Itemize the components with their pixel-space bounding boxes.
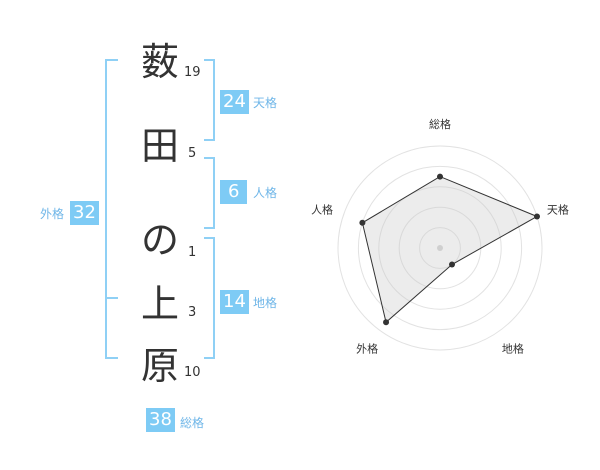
radar-data-polygon — [361, 176, 539, 324]
jinkaku-bracket — [204, 157, 215, 229]
stroke-count-4: 3 — [188, 305, 197, 320]
chikaku-label: 地格 — [253, 296, 278, 310]
radar-ring-3 — [378, 186, 502, 310]
gaikaku-label: 外格 — [40, 207, 65, 221]
gaikaku-bracket — [105, 59, 118, 359]
radar-axis-label-1: 総格 — [429, 117, 451, 131]
name-char-3: の — [140, 218, 179, 262]
soukaku-label: 総格 — [180, 416, 205, 430]
tenkaku-bracket — [204, 59, 215, 141]
tenkaku-value: 24 — [220, 90, 249, 114]
jinkaku-value: 6 — [220, 180, 248, 204]
gaikaku-value: 32 — [70, 201, 99, 225]
name-char-5: 原 — [140, 344, 179, 388]
stroke-count-1: 19 — [184, 65, 201, 80]
tenkaku-label: 天格 — [253, 96, 278, 110]
chikaku-value: 14 — [220, 290, 249, 314]
stroke-count-3: 1 — [188, 245, 197, 260]
name-char-4: 上 — [140, 282, 179, 326]
soukaku-value: 38 — [146, 408, 175, 432]
radar-point-5 — [359, 219, 366, 226]
chikaku-bracket — [204, 237, 215, 359]
radar-point-3 — [448, 261, 455, 268]
radar-axis-label-2: 天格 — [547, 203, 569, 217]
name-char-1: 薮 — [140, 40, 179, 84]
radar-point-4 — [383, 319, 390, 326]
stroke-count-2: 5 — [188, 146, 197, 161]
radar-axis-label-3: 地格 — [502, 341, 524, 355]
radar-ring-4 — [357, 165, 523, 331]
radar-axis-label-5: 人格 — [311, 203, 333, 217]
name-char-2: 田 — [140, 124, 179, 168]
stroke-count-5: 10 — [184, 365, 201, 380]
radar-ring-1 — [419, 227, 461, 269]
radar-point-1 — [437, 173, 443, 180]
radar-point-2 — [534, 213, 541, 220]
radar-center — [437, 245, 443, 251]
radar-axis-label-4: 外格 — [356, 341, 378, 355]
jinkaku-label: 人格 — [253, 186, 278, 200]
